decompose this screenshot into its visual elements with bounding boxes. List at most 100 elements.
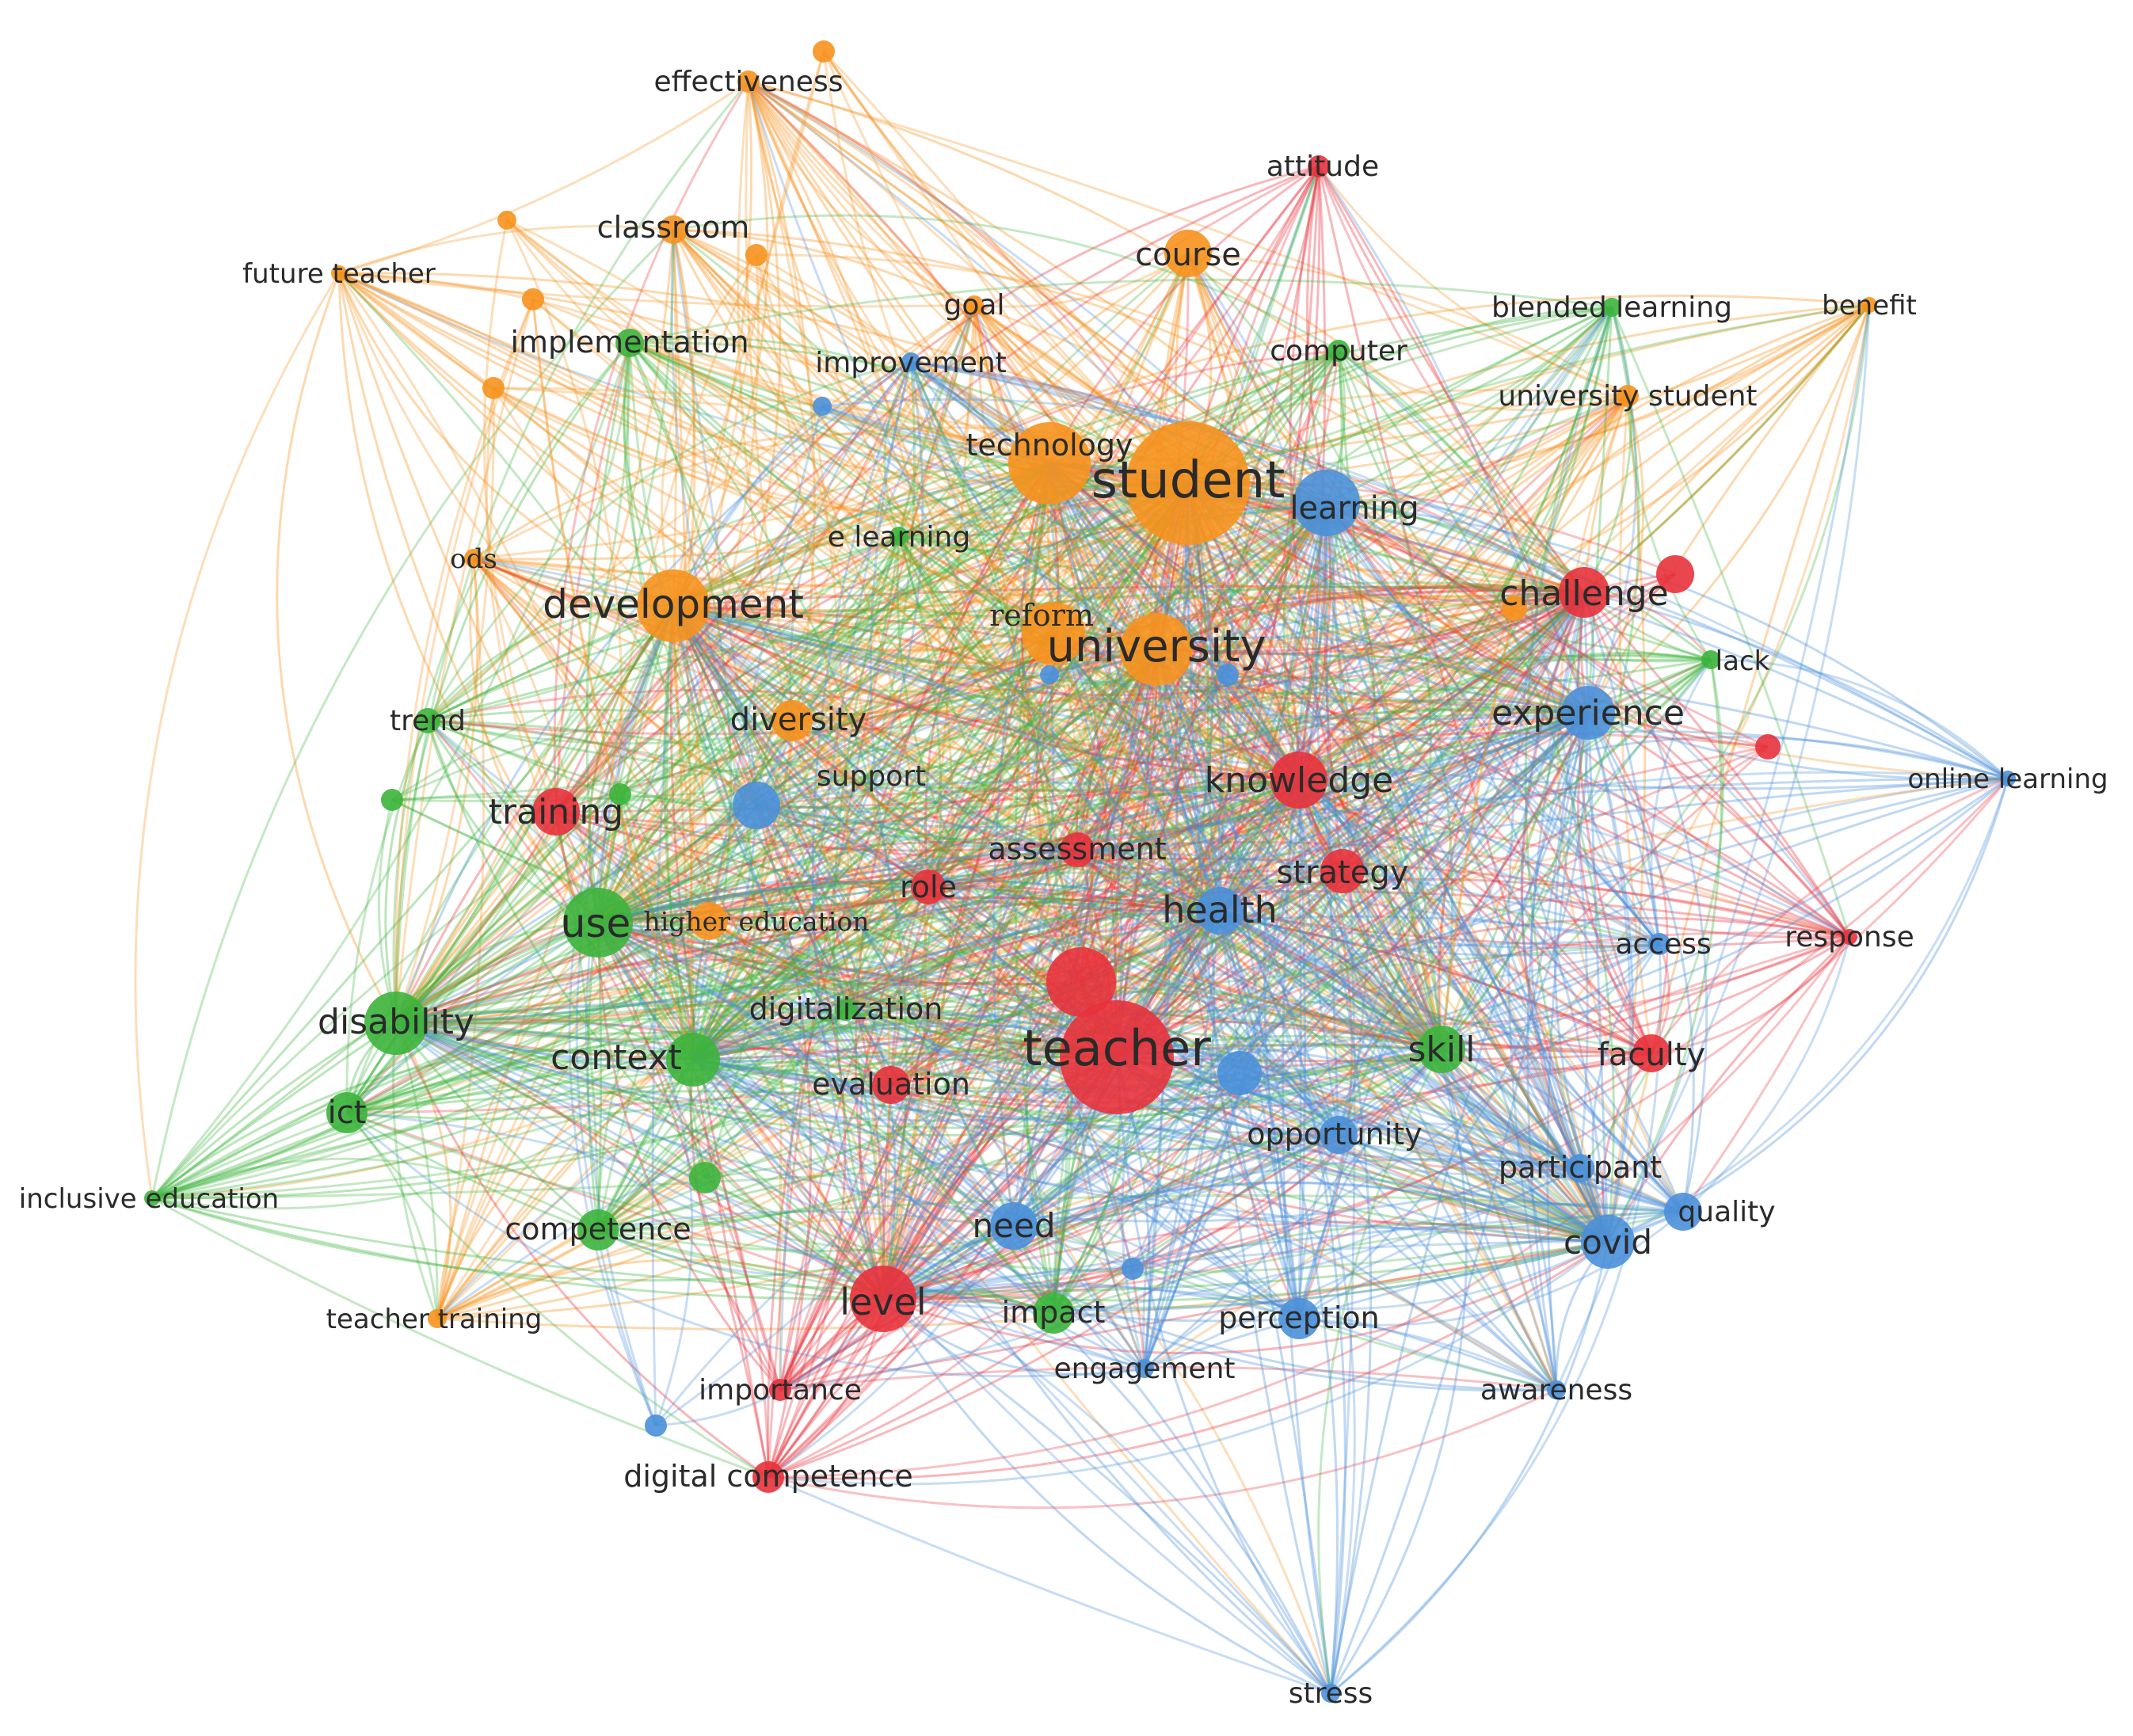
unlabeled-keyword-node[interactable] bbox=[1040, 665, 1059, 684]
node-role[interactable] bbox=[911, 870, 946, 904]
node-course[interactable] bbox=[1164, 230, 1212, 277]
co-occurrence-link bbox=[779, 720, 794, 1391]
unlabeled-keyword-node[interactable] bbox=[645, 1414, 667, 1437]
node-support[interactable] bbox=[733, 782, 780, 829]
node-university-student[interactable] bbox=[1617, 385, 1639, 407]
node-classroom[interactable] bbox=[659, 215, 688, 244]
node-skill[interactable] bbox=[1418, 1026, 1465, 1073]
unlabeled-keyword-node[interactable] bbox=[1217, 664, 1239, 686]
node-covid[interactable] bbox=[1581, 1215, 1635, 1269]
unlabeled-keyword-node[interactable] bbox=[1217, 1051, 1262, 1095]
co-occurrence-link bbox=[1012, 482, 1213, 1227]
co-occurrence-link bbox=[426, 720, 695, 1061]
node-need[interactable] bbox=[990, 1202, 1038, 1250]
co-occurrence-link bbox=[395, 804, 757, 1025]
co-occurrence-link bbox=[748, 80, 1609, 1243]
node-effectiveness[interactable] bbox=[737, 70, 760, 93]
node-higher-education[interactable] bbox=[690, 902, 728, 940]
node-technology[interactable] bbox=[1008, 422, 1091, 504]
node-university[interactable] bbox=[1120, 613, 1193, 686]
node-ict[interactable] bbox=[326, 1092, 368, 1133]
unlabeled-keyword-node[interactable] bbox=[381, 789, 403, 811]
co-occurrence-link bbox=[1076, 502, 1328, 851]
unlabeled-keyword-node[interactable] bbox=[482, 377, 505, 399]
node-ods[interactable] bbox=[464, 549, 483, 568]
node-online-learning[interactable] bbox=[2000, 771, 2016, 786]
node-diversity[interactable] bbox=[771, 700, 813, 741]
node-level[interactable] bbox=[850, 1266, 916, 1332]
node-lack[interactable] bbox=[1701, 650, 1720, 669]
label-blended-learning: blended learning bbox=[1491, 291, 1732, 324]
node-blended-learning[interactable] bbox=[1602, 298, 1621, 317]
label-benefit: benefit bbox=[1822, 290, 1917, 322]
node-future-teacher[interactable] bbox=[331, 265, 347, 281]
unlabeled-keyword-node[interactable] bbox=[745, 244, 767, 266]
co-occurrence-link bbox=[747, 81, 1340, 1136]
node-importance[interactable] bbox=[769, 1379, 791, 1401]
node-implementation[interactable] bbox=[615, 329, 644, 357]
node-strategy[interactable] bbox=[1320, 849, 1365, 893]
node-digital-competence[interactable] bbox=[752, 1461, 784, 1493]
node-health[interactable] bbox=[1196, 887, 1244, 935]
node-context[interactable] bbox=[666, 1033, 720, 1087]
node-competence[interactable] bbox=[577, 1209, 619, 1251]
node-response[interactable] bbox=[1842, 929, 1857, 945]
unlabeled-keyword-node[interactable] bbox=[1755, 734, 1781, 760]
node-opportunity[interactable] bbox=[1320, 1116, 1358, 1154]
node-computer[interactable] bbox=[1327, 340, 1350, 362]
unlabeled-keyword-node[interactable] bbox=[522, 288, 544, 310]
co-occurrence-link bbox=[1219, 909, 1652, 1055]
node-challenge[interactable] bbox=[1559, 567, 1609, 618]
node-trend[interactable] bbox=[415, 708, 440, 733]
node-access[interactable] bbox=[1648, 933, 1670, 955]
unlabeled-keyword-node[interactable] bbox=[1122, 1258, 1144, 1280]
co-occurrence-link bbox=[845, 649, 1158, 1011]
unlabeled-keyword-node[interactable] bbox=[497, 211, 516, 230]
node-digitalization[interactable] bbox=[835, 999, 857, 1021]
label-health: health bbox=[1162, 889, 1278, 931]
node-benefit[interactable] bbox=[1861, 297, 1877, 313]
node-disability[interactable] bbox=[364, 992, 428, 1055]
co-occurrence-link bbox=[346, 1026, 1118, 1114]
unlabeled-keyword-node[interactable] bbox=[689, 1162, 721, 1194]
co-occurrence-link bbox=[845, 771, 2009, 1011]
unlabeled-keyword-node[interactable] bbox=[1656, 555, 1694, 593]
node-inclusive-education[interactable] bbox=[144, 1190, 160, 1206]
node-e-learning[interactable] bbox=[889, 527, 908, 546]
node-teacher-training[interactable] bbox=[428, 1309, 447, 1328]
unlabeled-keyword-node[interactable] bbox=[813, 40, 835, 63]
node-goal[interactable] bbox=[965, 295, 984, 314]
node-learning[interactable] bbox=[1293, 470, 1360, 536]
co-occurrence-link bbox=[779, 1084, 893, 1391]
unlabeled-keyword-node[interactable] bbox=[1046, 947, 1116, 1017]
co-occurrence-link bbox=[1156, 584, 1585, 651]
node-faculty[interactable] bbox=[1632, 1034, 1670, 1072]
node-experience[interactable] bbox=[1561, 686, 1615, 740]
node-attitude[interactable] bbox=[1308, 155, 1330, 177]
node-quality[interactable] bbox=[1664, 1193, 1702, 1231]
unlabeled-keyword-node[interactable] bbox=[813, 397, 832, 416]
unlabeled-keyword-node[interactable] bbox=[609, 783, 631, 805]
co-occurrence-link bbox=[1187, 306, 1613, 485]
node-perception[interactable] bbox=[1278, 1298, 1320, 1339]
node-improvement[interactable] bbox=[901, 352, 920, 371]
node-awareness[interactable] bbox=[1547, 1380, 1566, 1399]
co-occurrence-link bbox=[395, 1008, 847, 1055]
node-impact[interactable] bbox=[1033, 1292, 1074, 1334]
node-participant[interactable] bbox=[1566, 1154, 1594, 1182]
node-engagement[interactable] bbox=[1135, 1359, 1154, 1378]
co-occurrence-link bbox=[747, 81, 1301, 782]
co-occurrence-link bbox=[927, 885, 1221, 912]
node-training[interactable] bbox=[532, 788, 580, 836]
co-occurrence-link bbox=[672, 228, 1443, 1050]
node-use[interactable] bbox=[563, 888, 633, 957]
node-stress[interactable] bbox=[1321, 1684, 1340, 1703]
unlabeled-keyword-node[interactable] bbox=[1502, 596, 1527, 621]
node-reform[interactable] bbox=[1022, 602, 1085, 665]
node-knowledge[interactable] bbox=[1270, 752, 1327, 809]
node-student[interactable] bbox=[1126, 421, 1250, 545]
node-development[interactable] bbox=[637, 569, 710, 642]
node-teacher[interactable] bbox=[1060, 1000, 1174, 1114]
node-evaluation[interactable] bbox=[872, 1066, 910, 1104]
node-assessment[interactable] bbox=[1060, 832, 1095, 867]
